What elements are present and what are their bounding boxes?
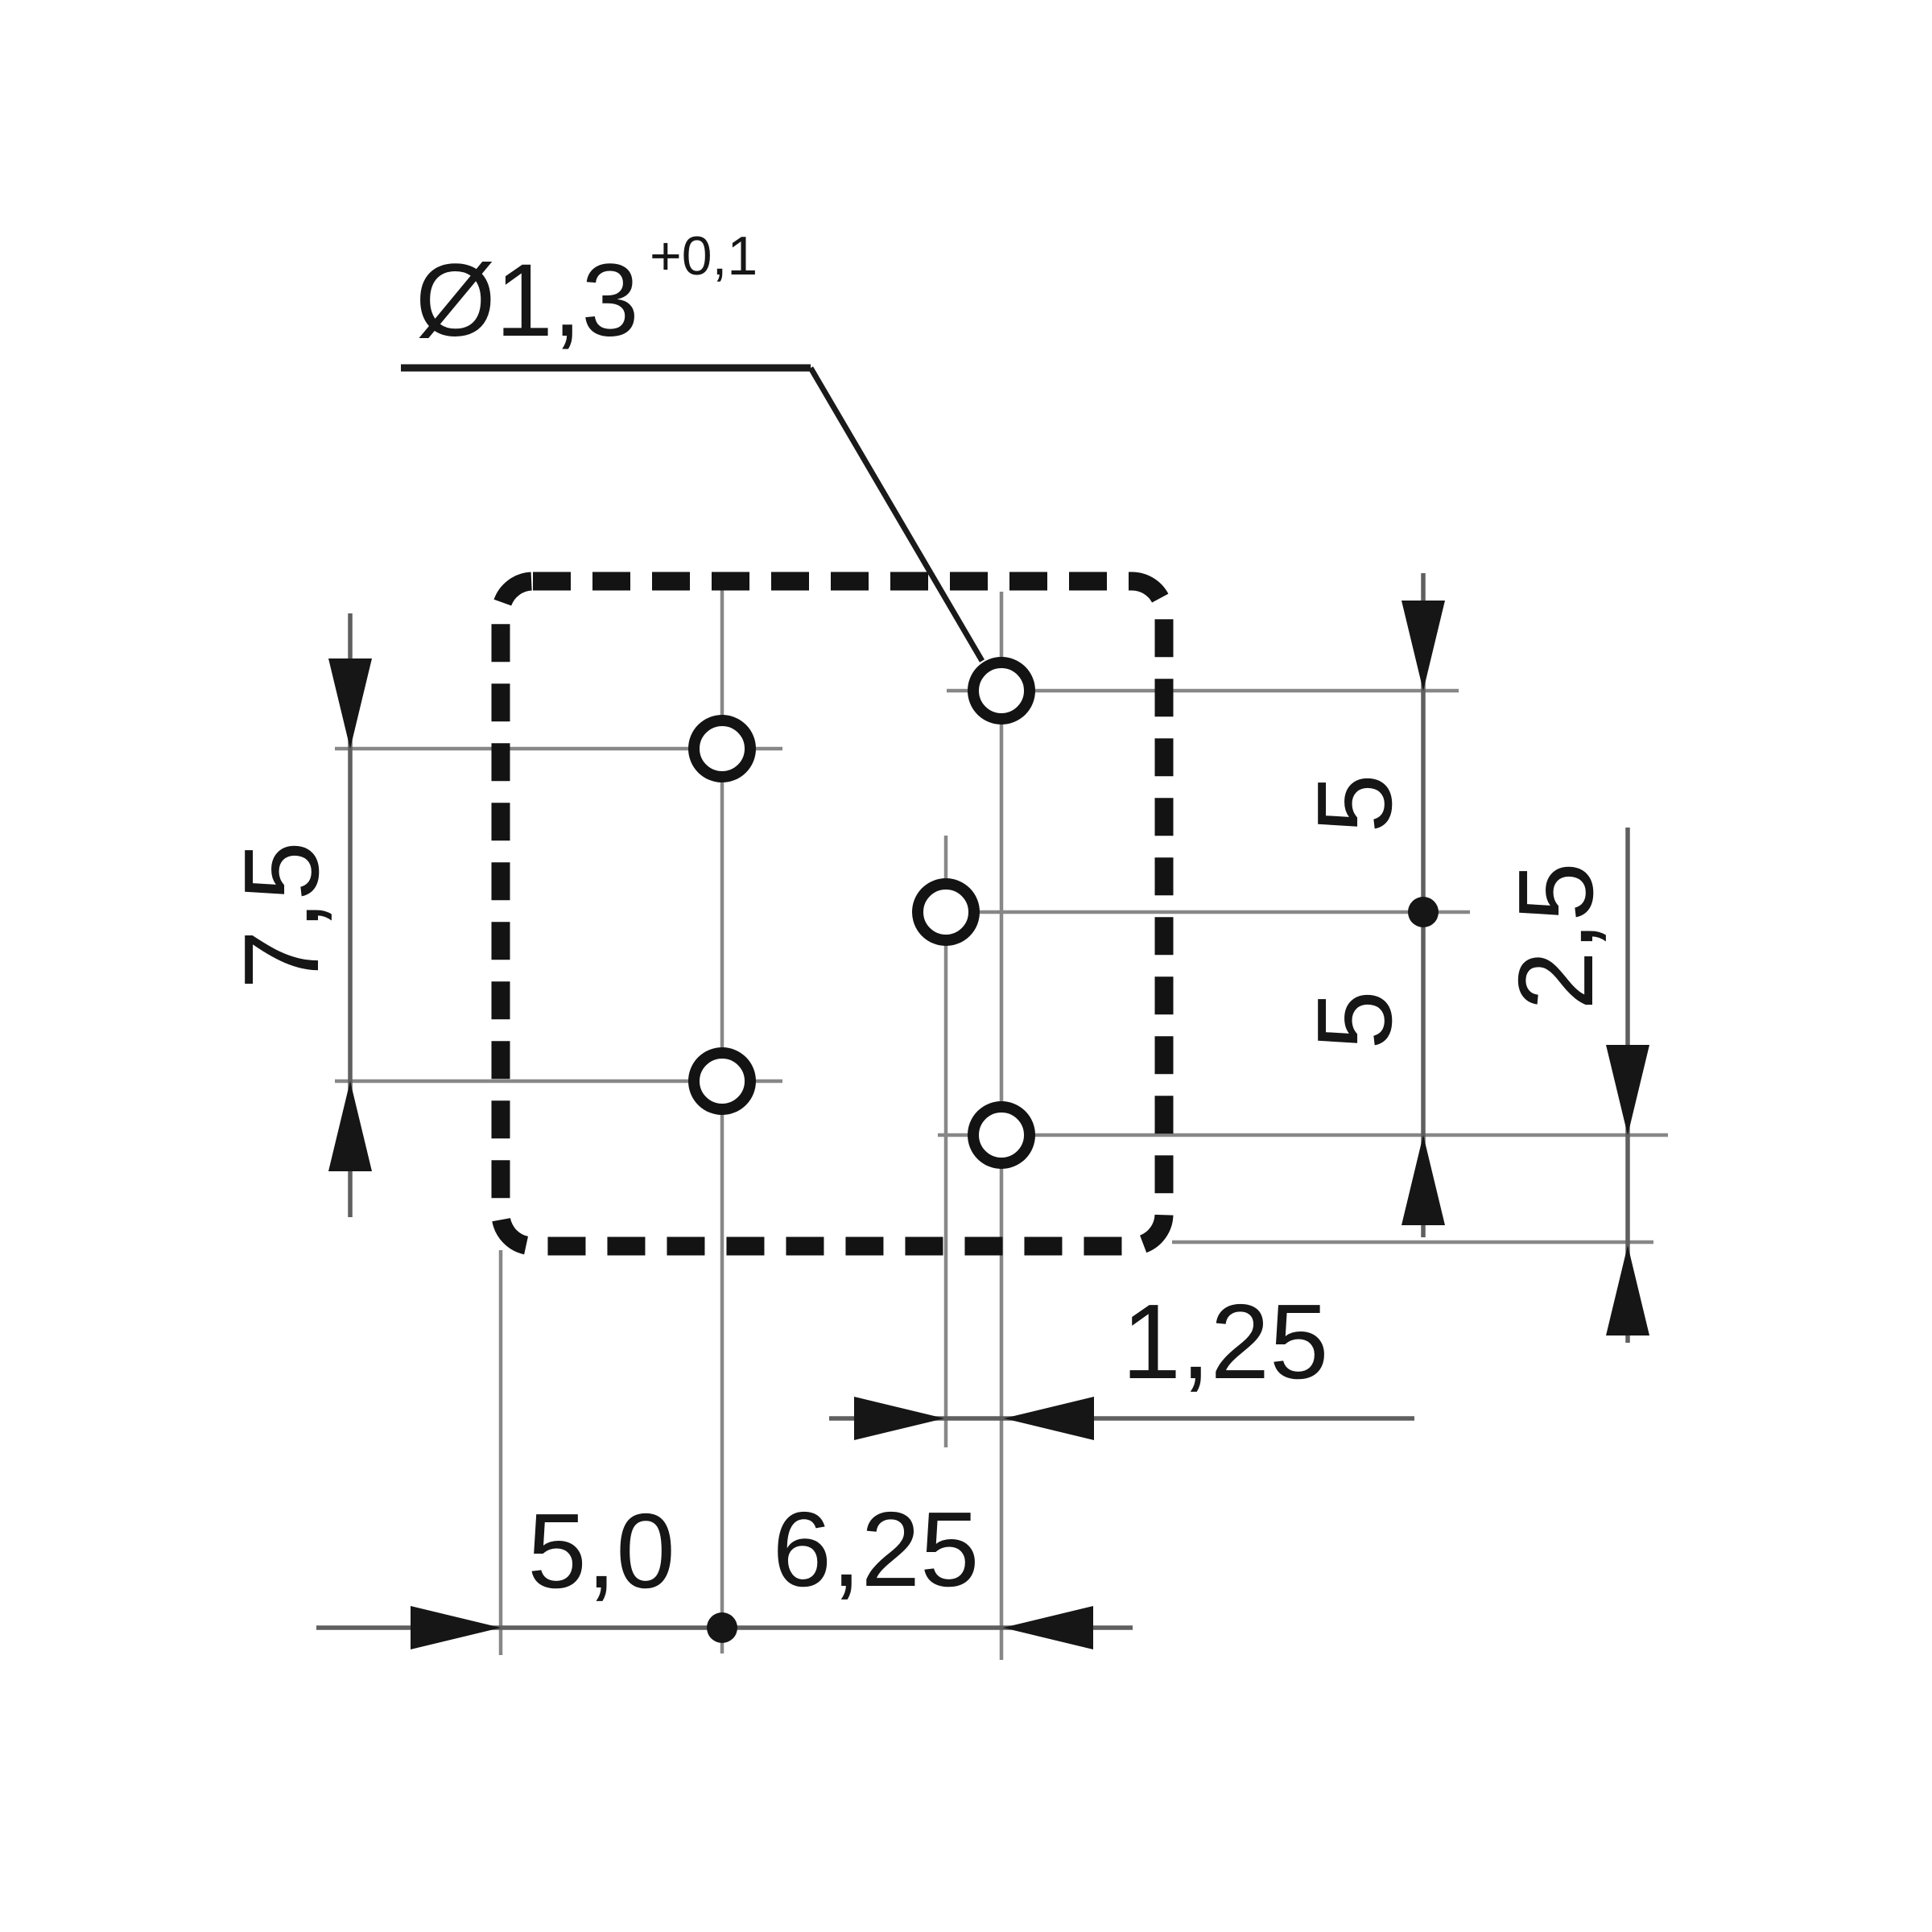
- hole-left-bottom: [688, 1047, 756, 1115]
- dimension-dot-right-middle: [1408, 897, 1439, 927]
- hole-diameter-tolerance-label: +0,1: [650, 225, 758, 287]
- leader-diagonal-line: [807, 366, 985, 663]
- arrow-6-25-right-icon: [1003, 1606, 1093, 1649]
- hole-left-top: [688, 715, 756, 782]
- arrow-1-25-right-icon: [1004, 1397, 1094, 1440]
- dim-label-6-25: 6,25: [773, 1490, 980, 1608]
- hole-diameter-label: Ø1,3: [415, 243, 639, 358]
- arrow-5-top-icon: [1402, 601, 1445, 691]
- dim-label-1-25: 1,25: [1122, 1282, 1329, 1401]
- dimension-dot-bottom-left-column: [707, 1612, 737, 1643]
- hole-right-bottom: [968, 1101, 1035, 1169]
- hole-middle: [912, 878, 980, 946]
- dim-label-7-5: 7,5: [222, 841, 341, 989]
- arrow-5-bottom-icon: [1402, 1135, 1445, 1225]
- arrow-7-5-top-icon: [328, 658, 372, 749]
- arrow-7-5-bottom-icon: [328, 1081, 372, 1171]
- dim-label-5-bottom: 5: [1295, 990, 1414, 1049]
- component-outline-box: [491, 572, 1174, 1256]
- dim-label-2-5: 2,5: [1496, 862, 1615, 1010]
- arrow-2-5-top-icon: [1606, 1045, 1649, 1135]
- hole-right-top: [968, 657, 1035, 724]
- arrow-1-25-left-icon: [854, 1397, 944, 1440]
- dim-label-5-0: 5,0: [527, 1492, 675, 1610]
- dim-label-5-top: 5: [1295, 774, 1414, 832]
- arrow-5-0-left-icon: [411, 1606, 501, 1649]
- arrow-2-5-bottom-icon: [1606, 1245, 1649, 1335]
